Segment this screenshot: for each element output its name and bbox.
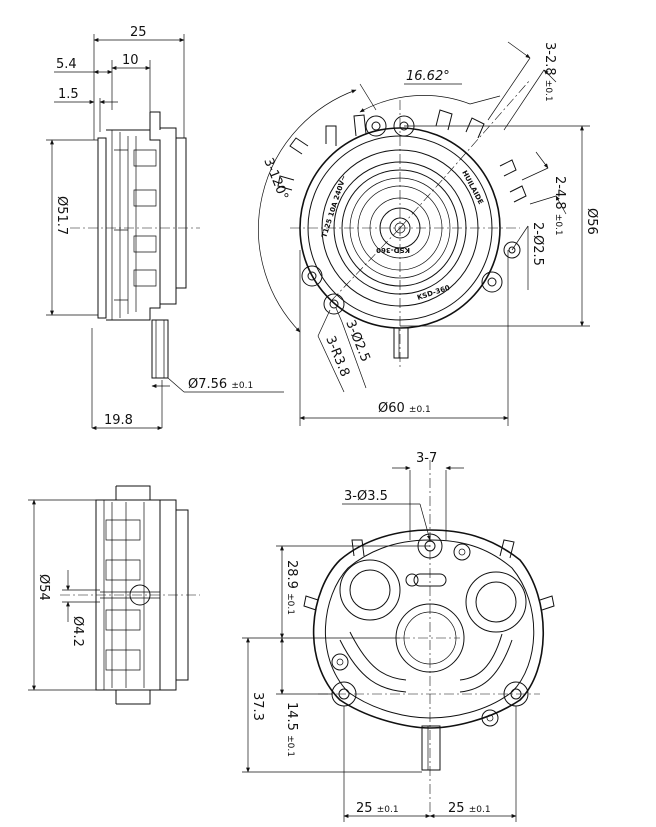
dim-hole-diameter: 3-Ø2.5: [342, 318, 372, 364]
dim-angle-main: 16.62°: [406, 69, 450, 84]
dim-width-total: 25: [130, 25, 147, 40]
dim-outer-diameter: Ø56: [584, 208, 599, 235]
marking-model: KSD-360: [416, 284, 451, 302]
dim-spacing-left: 25 ±0.1: [356, 801, 399, 816]
top-side-view: 25 5.4 10 1.5 Ø51.7 Ø7.56 ±0.1 19.8: [46, 25, 284, 430]
dim-step-a: 5.4: [56, 57, 77, 72]
dim-base-diameter: Ø60 ±0.1: [378, 401, 431, 416]
dim-height-upper: 28.9 ±0.1: [284, 560, 299, 615]
dim-height-lower: 14.5 ±0.1: [284, 702, 299, 757]
top-front-view: T125 10A 240V~ HUILAIDE KSD-360 KSD-360 …: [258, 41, 599, 426]
dim-step-c: 1.5: [58, 87, 79, 102]
dim-hole-bottom: 3-Ø3.5: [344, 489, 388, 504]
dim-step-b: 10: [122, 53, 139, 68]
dim-bottom-diameter: Ø54: [36, 574, 51, 601]
dim-slot-width: 3-7: [416, 451, 437, 466]
dim-center-diameter: Ø4.2: [70, 616, 85, 647]
bottom-front-view: 3-7 3-Ø3.5 28.9 ±0.1 37.3 14.5 ±0.1 25 ±…: [242, 451, 555, 822]
bottom-side-view: Ø54 Ø4.2: [28, 485, 200, 705]
dim-hole-right: 2-Ø2.5: [530, 222, 545, 266]
dim-angle-holes: 3-120°: [260, 156, 290, 203]
dim-height-total: 37.3: [250, 692, 265, 721]
dim-spacing-right: 25 ±0.1: [448, 801, 491, 816]
dim-pin-length: 19.8: [104, 413, 133, 428]
dim-terminal-width: 3-2.8 ±0.1: [542, 42, 557, 102]
dim-radius: 3-R3.8: [322, 334, 352, 379]
dim-terminal-right: 2-4.8 ±0.1: [552, 176, 567, 236]
dim-diameter-51: Ø51.7: [54, 196, 69, 235]
marking-model-inner: KSD-360: [376, 246, 410, 254]
dim-pin-diameter: Ø7.56 ±0.1: [188, 377, 253, 392]
